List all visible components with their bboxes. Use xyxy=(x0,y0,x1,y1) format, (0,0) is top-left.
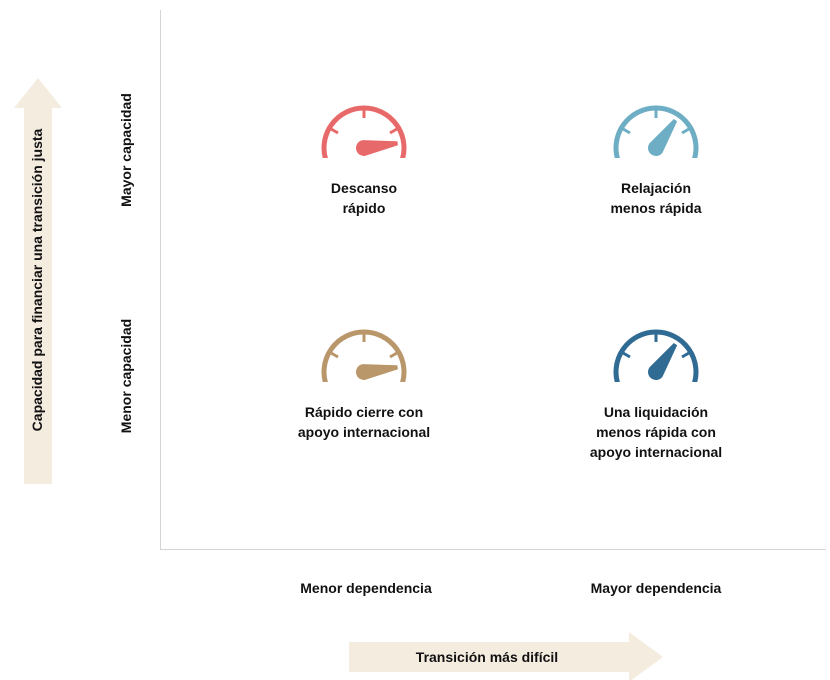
quadrant-bottom-right: Una liquidación menos rápida con apoyo i… xyxy=(546,320,766,462)
y-axis-arrow xyxy=(14,78,62,484)
column-label-right: Mayor dependencia xyxy=(590,580,722,596)
gauge-arc xyxy=(613,105,699,158)
gauge-icon xyxy=(613,329,699,382)
gauge-tick xyxy=(681,127,690,135)
gauge-tick xyxy=(622,351,631,359)
gauge-tick xyxy=(622,127,631,135)
row-label-bottom: Menor capacidad xyxy=(118,318,134,434)
gauge-needle xyxy=(356,364,398,380)
gauge-tick xyxy=(330,127,339,135)
gauge-icon xyxy=(321,105,407,158)
gauge-tick xyxy=(389,351,398,359)
quadrant-bottom-left: Rápido cierre con apoyo internacional xyxy=(254,320,474,442)
y-axis-arrow-shape xyxy=(14,78,62,484)
column-label-left: Menor dependencia xyxy=(300,580,432,596)
gauge-arc xyxy=(321,105,407,158)
gauge-tick xyxy=(389,127,398,135)
quadrant-top-left: Descanso rápido xyxy=(254,96,474,218)
gauge-arc xyxy=(321,329,407,382)
x-axis-arrow-shape xyxy=(349,632,663,680)
gauge-tick xyxy=(681,351,690,359)
gauge-tick xyxy=(330,351,339,359)
gauge-icon xyxy=(613,105,699,158)
gauge-needle xyxy=(356,140,398,156)
y-axis-title: Capacidad para financiar una transición … xyxy=(29,128,45,432)
gauge-needle xyxy=(648,119,678,156)
x-axis-arrow xyxy=(349,632,663,680)
gauge-icon xyxy=(321,329,407,382)
quadrant-label: Rápido cierre con apoyo internacional xyxy=(297,404,431,440)
row-label-top: Mayor capacidad xyxy=(118,93,134,207)
y-axis-line xyxy=(160,10,161,550)
gauge-arc xyxy=(613,329,699,382)
quadrant-label: Una liquidación menos rápida con apoyo i… xyxy=(589,404,723,460)
quadrant-label: Descanso rápido xyxy=(330,180,398,216)
quadrant-top-right: Relajación menos rápida xyxy=(546,96,766,218)
quadrant-label: Relajación menos rápida xyxy=(610,180,702,216)
x-axis-line xyxy=(160,549,826,550)
gauge-needle xyxy=(648,343,678,380)
x-axis-title: Transición más difícil xyxy=(415,649,559,665)
